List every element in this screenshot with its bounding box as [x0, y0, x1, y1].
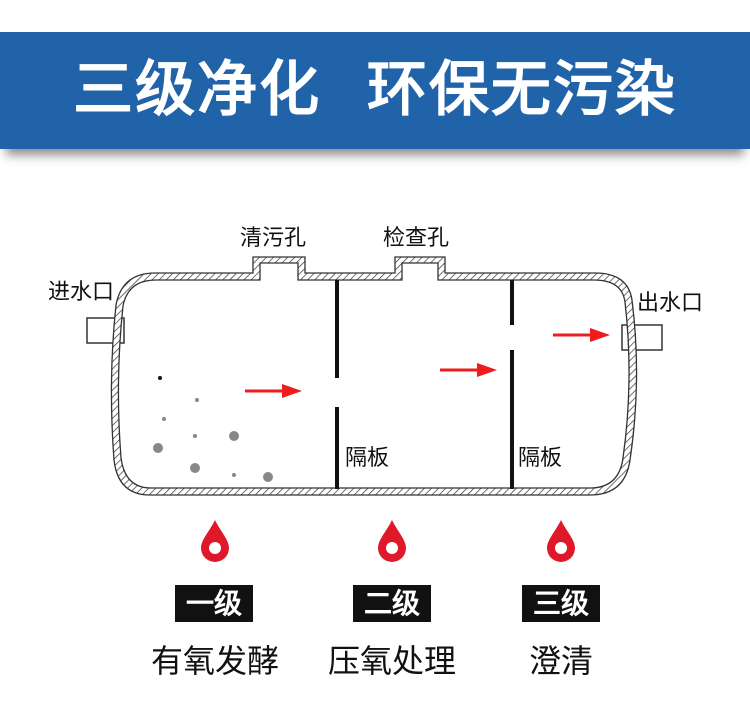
water-drop-icon: [547, 520, 575, 562]
inlet-label: 进水口: [48, 280, 115, 305]
sediment-particles: [153, 376, 273, 482]
inspection-hole-label: 检查孔: [383, 226, 450, 251]
baffle-1-upper: [335, 280, 339, 378]
baffle-2-lower: [510, 350, 514, 489]
baffle-label: 隔板: [518, 446, 563, 471]
flow-arrow-icon: [440, 363, 497, 377]
stage-2-badge: 二级: [353, 585, 431, 622]
tank-wall: [110, 256, 638, 496]
stage-1-description: 有氧发酵: [150, 642, 279, 680]
header-banner: [0, 32, 750, 149]
flow-arrow-icon: [553, 328, 610, 342]
water-drop-icon: [201, 520, 229, 562]
stage-2-description: 压氧处理: [327, 642, 456, 680]
stage-3-description: 澄清: [528, 642, 593, 680]
stage-3-badge: 三级: [522, 585, 600, 622]
stage-1-badge: 一级: [175, 585, 253, 622]
flow-arrows: [245, 328, 610, 398]
baffle-2-upper: [510, 280, 514, 325]
flow-arrow-icon: [245, 384, 302, 398]
water-drop-icon: [378, 520, 406, 562]
baffle-label: 隔板: [345, 446, 390, 471]
cleaning-hole-label: 清污孔: [240, 226, 307, 251]
outlet-label: 出水口: [637, 291, 704, 316]
header-title: 三级净化 环保无污染: [73, 55, 677, 125]
baffle-1-lower: [335, 407, 339, 489]
